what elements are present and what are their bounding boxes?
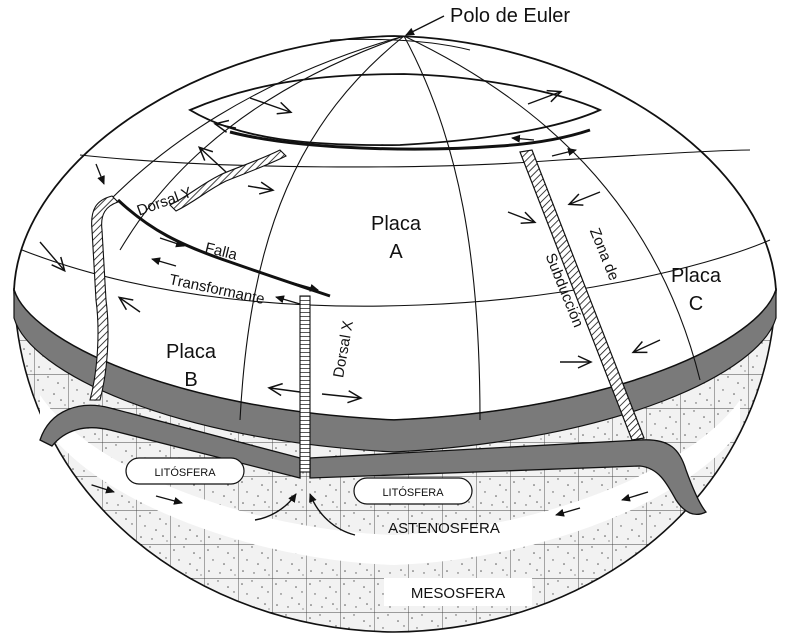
asthenosphere-label: ASTENOSFERA bbox=[388, 520, 500, 537]
fault-arrow-1 bbox=[159, 237, 185, 248]
plate-c-label-2: C bbox=[689, 293, 703, 315]
lithosphere-left-label: LITÓSFERA bbox=[154, 466, 216, 479]
graticule bbox=[21, 35, 771, 421]
lithosphere-right-label: LITÓSFERA bbox=[382, 486, 444, 499]
ridge-corner-arrow bbox=[95, 163, 105, 185]
left-ridge-band bbox=[89, 195, 120, 401]
lithosphere-left-box bbox=[125, 457, 245, 485]
flow-arrow-right-2 bbox=[555, 507, 581, 517]
cap-arc-heavy bbox=[229, 128, 591, 151]
plate-b-label-2: B bbox=[184, 369, 197, 391]
fault-arrow-2 bbox=[151, 257, 177, 267]
euler-pole-pointer bbox=[405, 15, 445, 36]
lithosphere-rim bbox=[13, 289, 777, 453]
euler-pole-label: Polo de Euler bbox=[450, 5, 570, 27]
polar-cap bbox=[188, 73, 603, 147]
plate-motion-arrows bbox=[39, 89, 661, 404]
right-subducting-slab bbox=[309, 439, 708, 515]
mesosphere-label: MESOSFERA bbox=[411, 585, 505, 602]
ridge-y-band bbox=[169, 149, 287, 212]
mesosphere-label-box bbox=[384, 578, 532, 606]
upwelling-arrow-right bbox=[309, 493, 356, 536]
flow-arrow-left-2 bbox=[155, 495, 183, 505]
ridge-x-band bbox=[299, 295, 311, 473]
subduction-zone-band bbox=[519, 149, 645, 441]
fault-arrow-3 bbox=[289, 281, 319, 292]
flow-arrow-right-1 bbox=[621, 491, 649, 502]
fault-arrow-4 bbox=[275, 295, 301, 305]
plate-c-label-1: Placa bbox=[671, 265, 722, 287]
subduction-arrow-2 bbox=[551, 148, 577, 157]
subduction-arrow-1 bbox=[511, 134, 535, 143]
lithosphere-right-box bbox=[353, 477, 473, 505]
asthenosphere-band bbox=[40, 395, 740, 565]
upwelling-arrow-left bbox=[254, 493, 297, 521]
plate-a-label-1: Placa bbox=[371, 213, 422, 235]
plate-a-label-2: A bbox=[389, 241, 403, 263]
flow-arrow-left-1 bbox=[91, 484, 115, 494]
transform-fault-line bbox=[116, 198, 331, 298]
plate-b-label-1: Placa bbox=[166, 341, 217, 363]
